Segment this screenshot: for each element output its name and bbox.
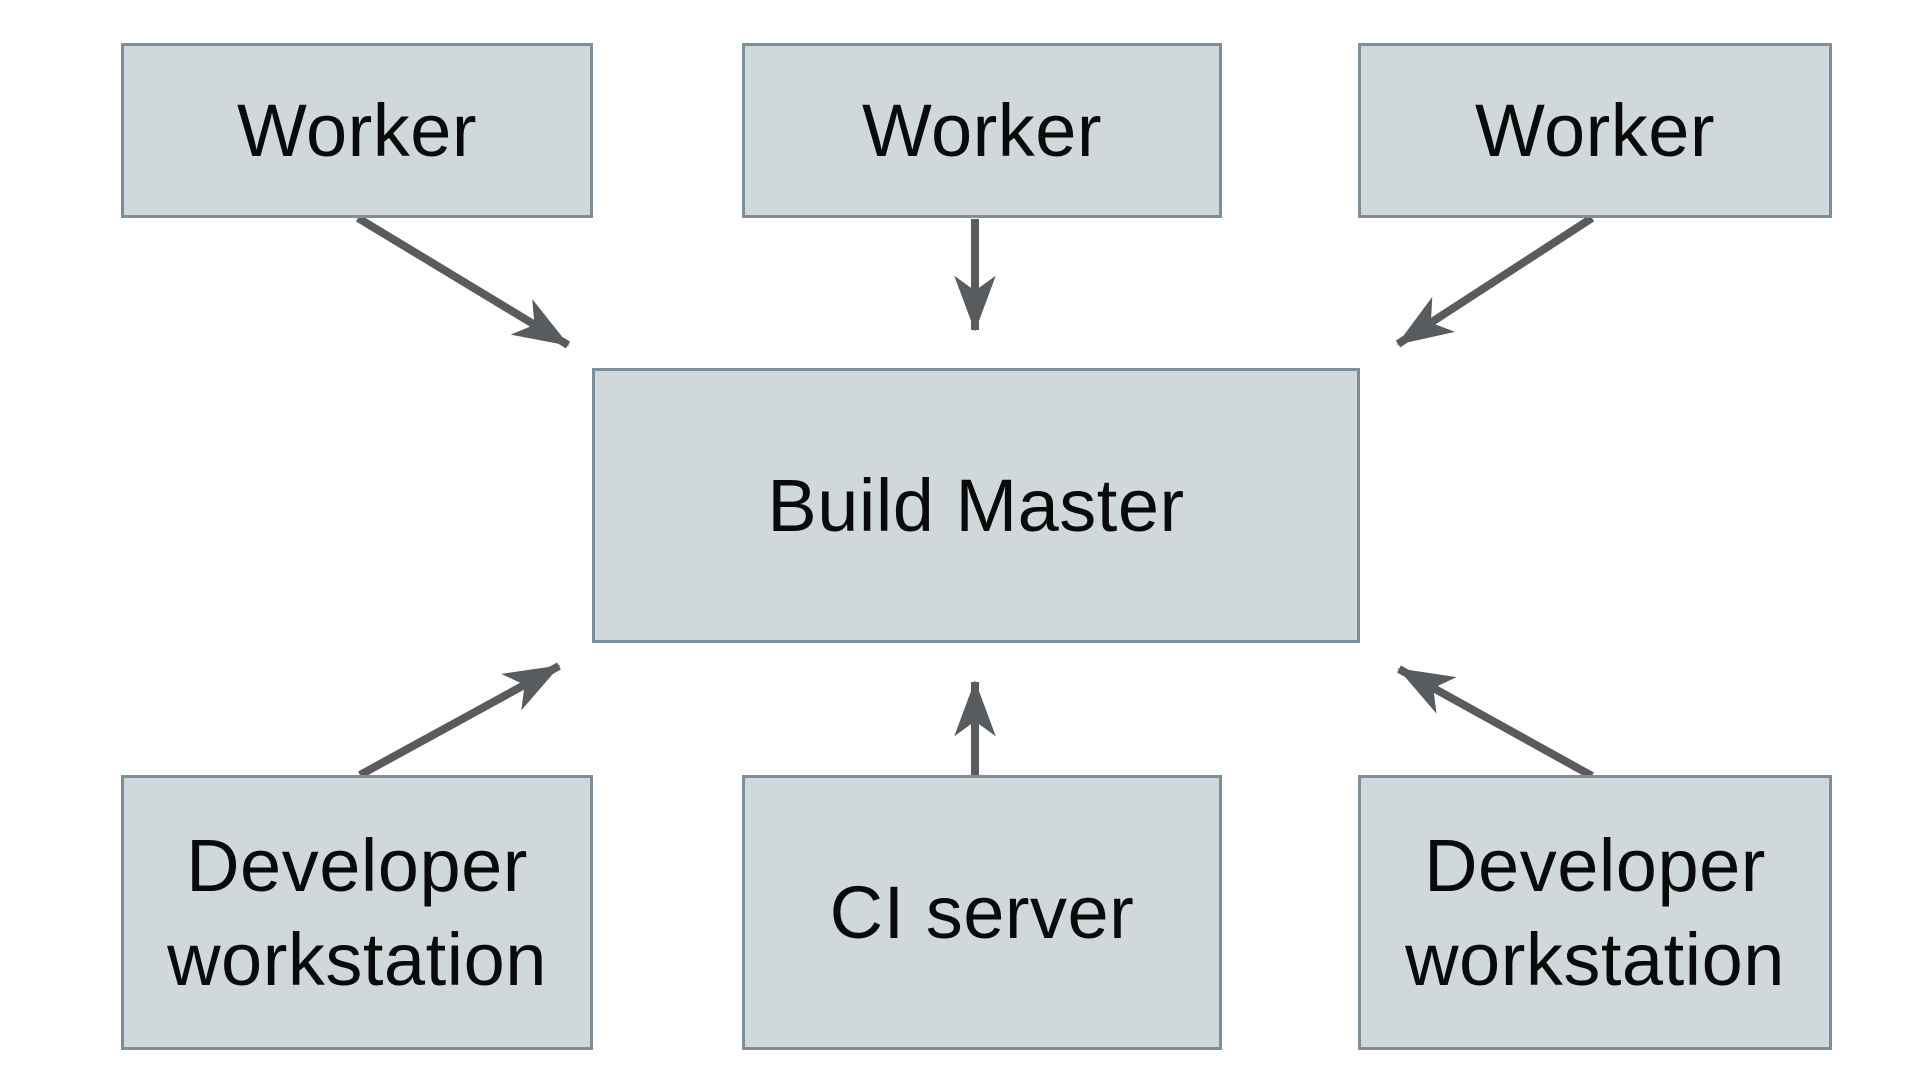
node-developer-workstation-left-label: Developer workstation — [167, 823, 547, 1001]
node-worker-middle: Worker — [742, 43, 1222, 218]
node-build-master: Build Master — [592, 368, 1360, 643]
node-worker-left: Worker — [121, 43, 593, 218]
arrow-worker-right-to-build-master — [1395, 214, 1595, 348]
node-worker-middle-label: Worker — [861, 88, 1103, 172]
node-worker-left-label: Worker — [236, 88, 478, 172]
node-worker-right: Worker — [1358, 43, 1832, 218]
node-developer-workstation-right: Developer workstation — [1358, 775, 1832, 1050]
arrow-dev-left-to-build-master — [358, 662, 561, 779]
node-developer-workstation-left: Developer workstation — [121, 775, 593, 1050]
node-ci-server: CI server — [742, 775, 1222, 1050]
arrow-dev-right-to-build-master — [1397, 665, 1594, 780]
arrow-worker-left-to-build-master — [355, 214, 571, 349]
node-worker-right-label: Worker — [1474, 88, 1716, 172]
node-ci-server-label: CI server — [829, 870, 1135, 954]
node-build-master-label: Build Master — [767, 463, 1185, 547]
node-developer-workstation-right-label: Developer workstation — [1405, 823, 1785, 1001]
